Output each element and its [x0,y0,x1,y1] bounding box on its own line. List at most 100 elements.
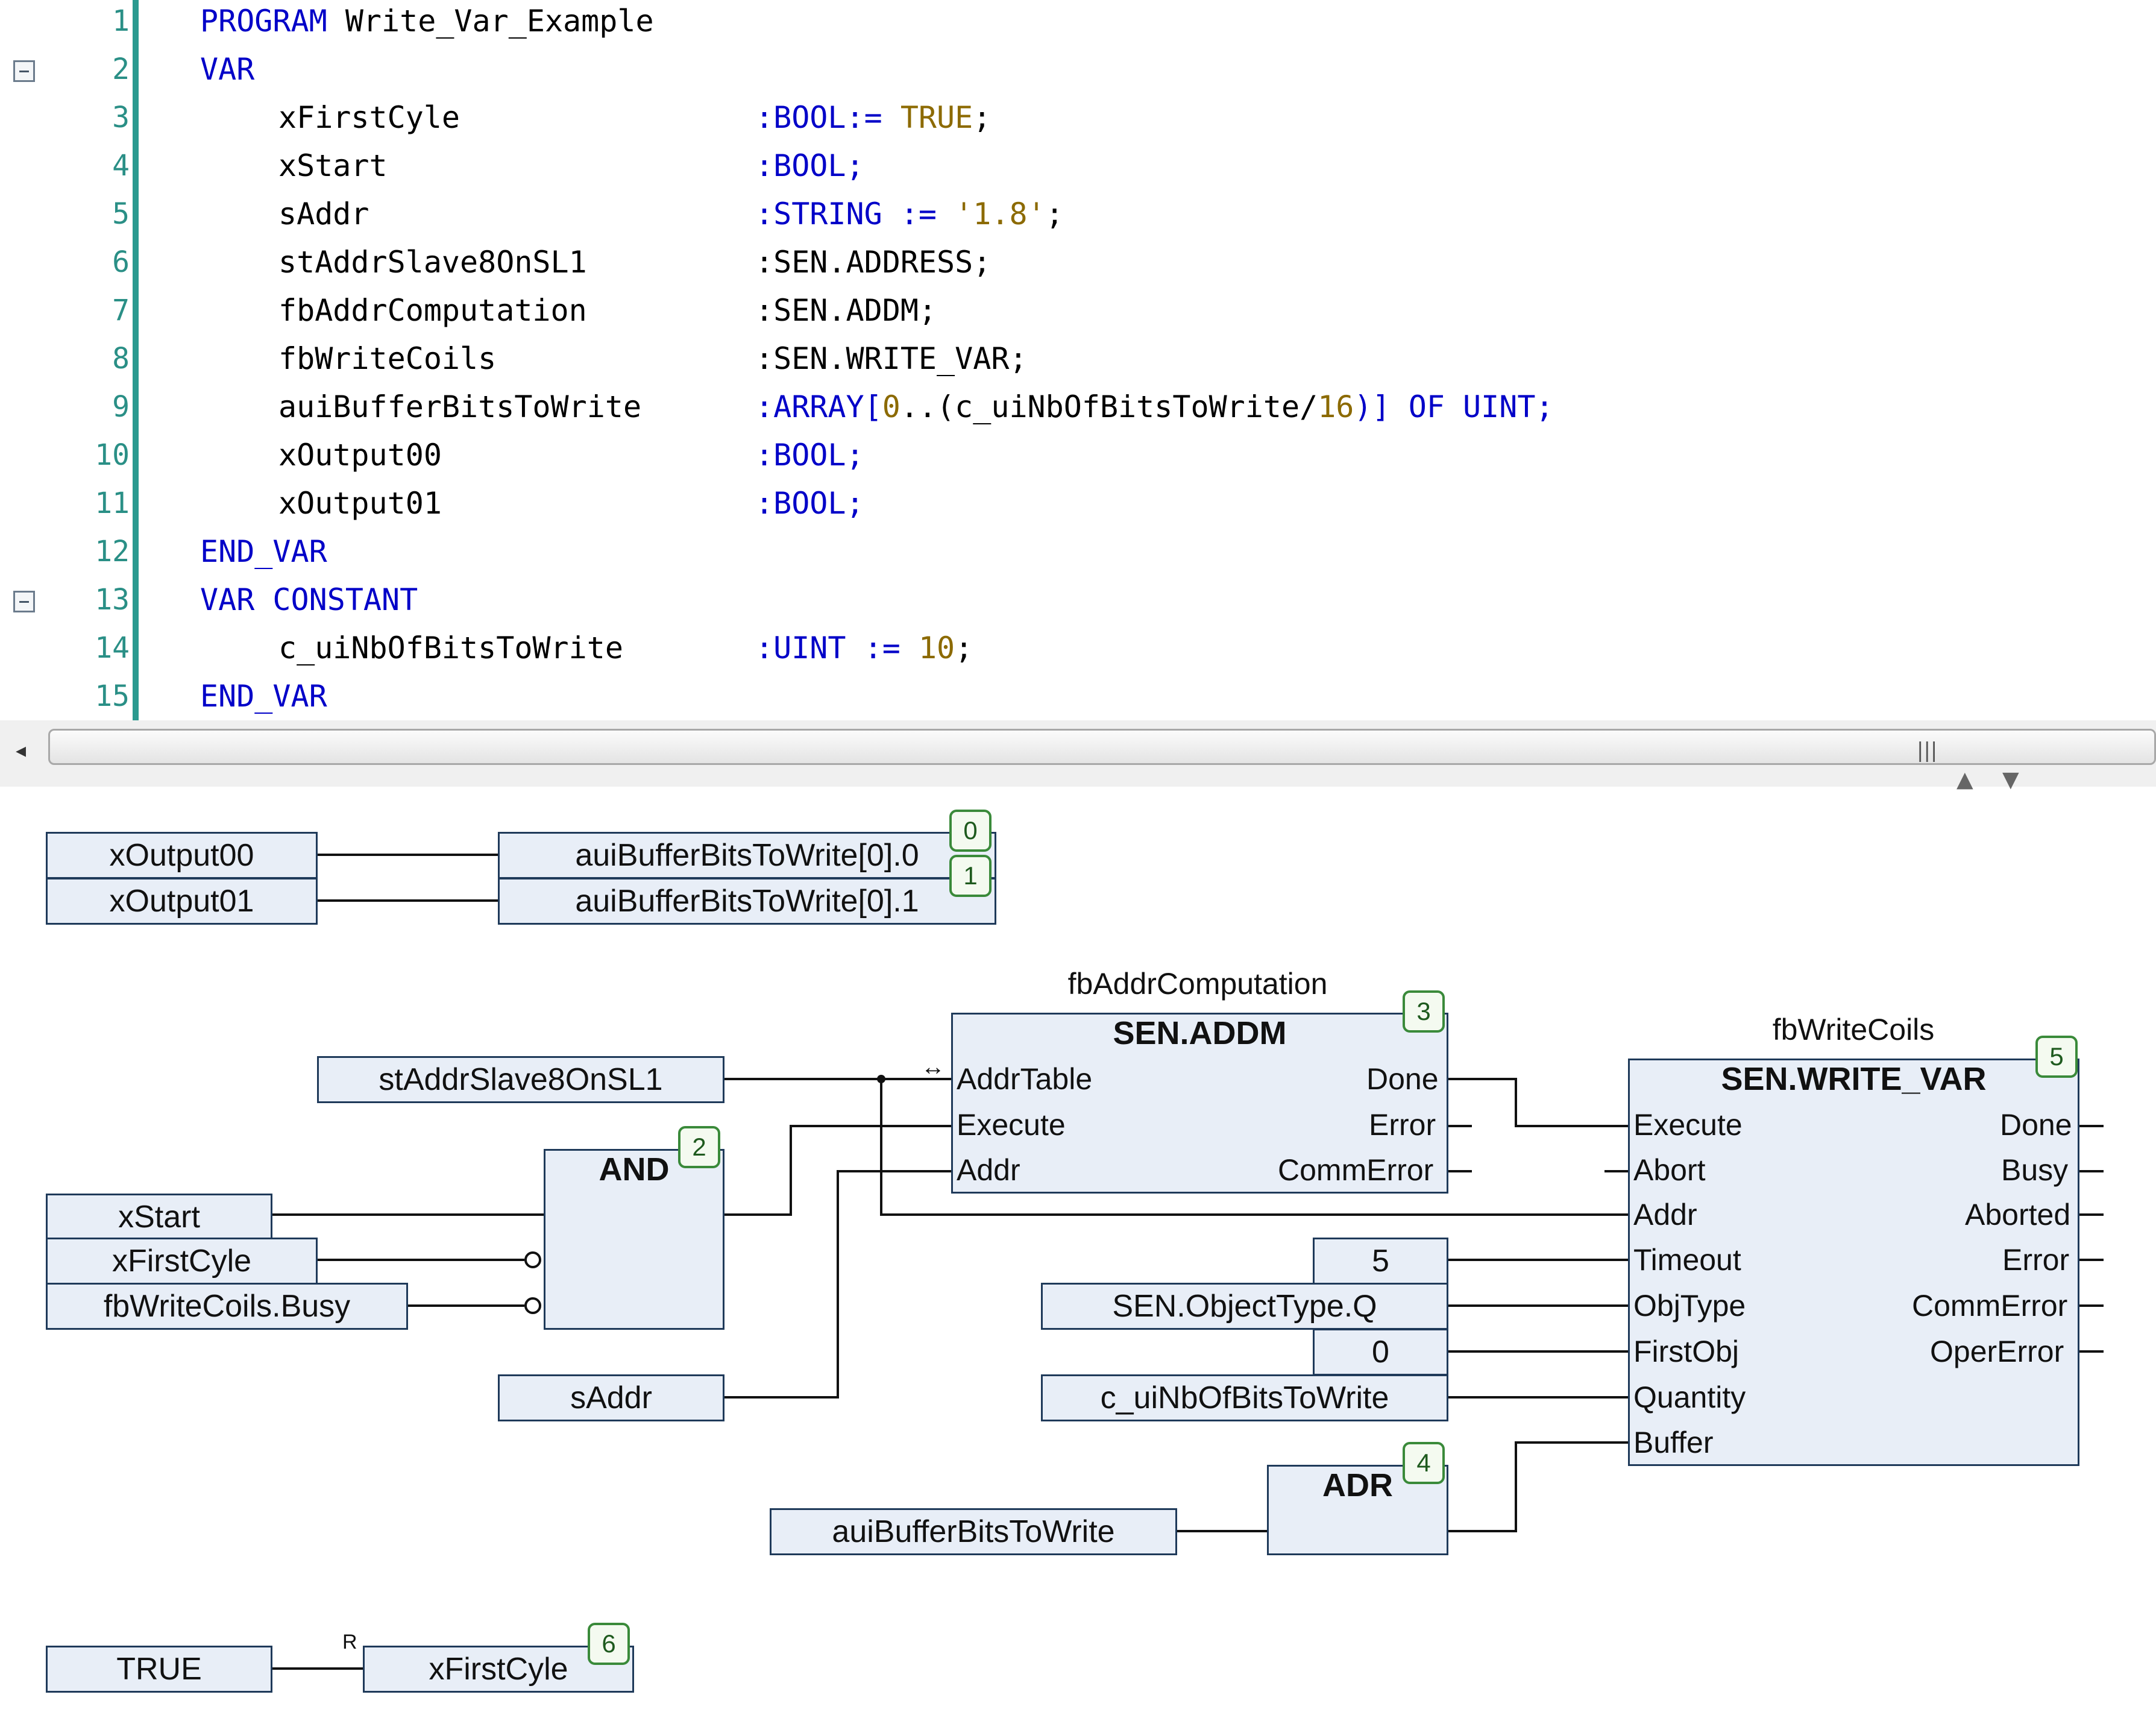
writevar-pin-error[interactable]: Error [2002,1243,2070,1277]
reference-arrow-icon: ↔ [921,1054,945,1080]
line-number: 10 [95,438,130,472]
code-line-11[interactable]: xOutput01:BOOL; [278,479,864,527]
var-type: :BOOL:= [755,100,882,135]
line-number: 12 [95,535,130,568]
var-type: :SEN.WRITE_VAR; [755,341,1028,376]
writevar-pin-timeout[interactable]: Timeout [1633,1243,1741,1277]
var-name: auiBufferBitsToWrite [278,389,642,424]
addm-pin-commerror[interactable]: CommError [1278,1153,1434,1187]
input-xoutput00[interactable]: xOutput00 [46,832,318,879]
code-line-4[interactable]: xStart:BOOL; [278,142,864,190]
writevar-pin-firstobj[interactable]: FirstObj [1633,1335,1739,1368]
execution-order-badge: 3 [1403,990,1445,1033]
code-line-3[interactable]: xFirstCyle:BOOL:= TRUE; [278,93,991,142]
var-type: :ARRAY[ [755,389,882,424]
adr-type: ADR [1322,1467,1393,1503]
input-xoutput01[interactable]: xOutput01 [46,878,318,925]
output-buffer-bit1[interactable]: auiBufferBitsToWrite[0].1 [498,878,996,925]
writevar-pin-quantity[interactable]: Quantity [1633,1380,1746,1414]
addm-pin-execute[interactable]: Execute [957,1108,1066,1142]
line-number: 6 [112,245,130,279]
var-name: sAddr [278,197,369,231]
code-line-15[interactable]: END_VAR [200,672,327,720]
input-xfirstcyle[interactable]: xFirstCyle [46,1238,318,1285]
writevar-pin-objtype[interactable]: ObjType [1633,1289,1746,1323]
line-number: 7 [112,294,130,327]
line-number: 11 [95,486,130,520]
addm-pin-addr[interactable]: Addr [957,1153,1020,1187]
line-number: 5 [112,197,130,231]
code-line-10[interactable]: xOutput00:BOOL; [278,431,864,479]
scroll-left-arrow-icon[interactable]: ◂ [16,738,27,763]
execution-order-badge: 0 [949,810,992,852]
var-name: xFirstCyle [278,100,460,135]
input-xstart[interactable]: xStart [46,1194,272,1241]
input-true[interactable]: TRUE [46,1646,272,1693]
horizontal-scrollbar[interactable]: ◂ ||| ▲ ▼ [0,720,2156,792]
array-lower: 0 [882,389,900,424]
scroll-thumb[interactable] [48,729,2156,765]
code-line-2[interactable]: VAR [200,45,254,93]
keyword: END_VAR [200,679,327,714]
declaration-editor[interactable]: 1 2 3 4 5 6 7 8 9 10 11 12 13 14 15 PROG… [0,0,2156,720]
collapse-var-constant-block-icon[interactable] [13,591,35,612]
code-line-7[interactable]: fbAddrComputation:SEN.ADDM; [278,286,937,335]
writevar-pin-done[interactable]: Done [2000,1108,2072,1142]
output-buffer-bit0[interactable]: auiBufferBitsToWrite[0].0 [498,832,996,879]
code-line-1[interactable]: PROGRAM Write_Var_Example [200,0,654,45]
var-type: :BOOL; [755,486,864,521]
code-line-5[interactable]: sAddr:STRING := '1.8'; [278,190,1064,238]
code-line-13[interactable]: VAR CONSTANT [200,576,418,624]
var-init: TRUE [900,100,973,135]
writevar-pin-aborted[interactable]: Aborted [1965,1198,2071,1232]
input-quantity[interactable]: c_uiNbOfBitsToWrite [1041,1374,1448,1421]
writevar-type: SEN.WRITE_VAR [1721,1061,1987,1097]
code-line-14[interactable]: c_uiNbOfBitsToWrite:UINT := 10; [278,624,973,672]
addm-pin-done[interactable]: Done [1366,1062,1439,1096]
code-line-12[interactable]: END_VAR [200,527,327,576]
addm-instance-name: fbAddrComputation [1067,967,1328,1001]
execution-order-badge: 4 [1403,1442,1445,1484]
line-number: 13 [95,583,130,617]
input-timeout[interactable]: 5 [1313,1238,1448,1285]
code-line-6[interactable]: stAddrSlave8OnSL1 :SEN.ADDRESS; [278,238,991,286]
and-block[interactable]: AND [544,1149,724,1330]
input-firstobj[interactable]: 0 [1313,1329,1448,1376]
writevar-pin-buffer[interactable]: Buffer [1633,1426,1714,1459]
reset-modifier-label: R [342,1631,357,1653]
array-divisor: 16 [1318,389,1354,424]
addm-pin-error[interactable]: Error [1369,1108,1436,1142]
addm-pin-addrtable[interactable]: AddrTable [957,1062,1093,1096]
input-objtype[interactable]: SEN.ObjectType.Q [1041,1283,1448,1330]
writevar-pin-opererror[interactable]: OperError [1930,1335,2064,1368]
line-number: 9 [112,390,130,424]
scroll-grip-icon: ||| [1917,738,1938,763]
var-name: xStart [278,148,388,183]
writevar-block[interactable]: SEN.WRITE_VAR [1628,1059,2079,1466]
pane-up-arrow-icon[interactable]: ▲ [1956,767,1973,792]
writevar-pin-execute[interactable]: Execute [1633,1108,1743,1142]
var-type: :SEN.ADDRESS; [755,245,992,280]
var-name: stAddrSlave8OnSL1 [278,245,587,280]
writevar-pin-abort[interactable]: Abort [1633,1153,1706,1187]
input-staddrslave8onsl1[interactable]: stAddrSlave8OnSL1 [317,1056,724,1103]
code-line-9[interactable]: auiBufferBitsToWrite:ARRAY[0..(c_uiNbOfB… [278,383,1554,431]
var-name: fbAddrComputation [278,293,587,328]
writevar-pin-busy[interactable]: Busy [2001,1153,2069,1187]
addm-block[interactable]: SEN.ADDM [951,1013,1448,1194]
pane-down-arrow-icon[interactable]: ▼ [2002,767,2019,792]
line-number: 1 [112,4,130,38]
writevar-pin-addr[interactable]: Addr [1633,1198,1697,1232]
addm-type: SEN.ADDM [1113,1015,1287,1051]
code-line-8[interactable]: fbWriteCoils:SEN.WRITE_VAR; [278,335,1028,383]
adr-block[interactable]: ADR [1267,1465,1448,1555]
input-buffer[interactable]: auiBufferBitsToWrite [770,1508,1177,1555]
keyword: VAR CONSTANT [200,582,418,617]
input-saddr[interactable]: sAddr [498,1374,724,1421]
collapse-var-block-icon[interactable] [13,60,35,82]
var-init: 10 [918,631,955,665]
input-fbwritecoils-busy[interactable]: fbWriteCoils.Busy [46,1283,408,1330]
writevar-pin-commerror[interactable]: CommError [1912,1289,2068,1323]
